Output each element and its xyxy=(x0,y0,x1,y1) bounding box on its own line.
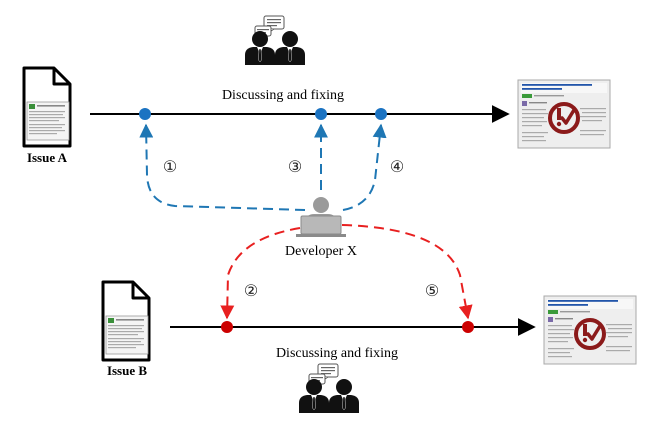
step-marker-3: ③ xyxy=(288,159,302,176)
blue-flow-step-4 xyxy=(342,123,387,211)
issue-b-node-2 xyxy=(221,321,233,333)
issue-a-discussion-group-icon xyxy=(245,16,305,65)
issue-b-node-5 xyxy=(462,321,474,333)
issue-b-discussion-group-icon xyxy=(299,364,359,413)
step-marker-1: ① xyxy=(163,159,177,176)
issue-a-activity-label: Discussing and fixing xyxy=(222,88,344,103)
issue-a-node-4 xyxy=(375,108,387,120)
issue-a-node-3 xyxy=(315,108,327,120)
developer-laptop-icon xyxy=(296,197,346,237)
blue-flow-step-1 xyxy=(139,123,306,211)
red-flow-step-5 xyxy=(341,224,473,320)
issue-b-activity-label: Discussing and fixing xyxy=(276,346,398,361)
issue-a-node-1 xyxy=(139,108,151,120)
step-marker-2: ② xyxy=(244,283,258,300)
step-marker-5: ⑤ xyxy=(425,283,439,300)
issue-b-fixed-issue-screenshot-icon xyxy=(542,294,638,366)
step-marker-4: ④ xyxy=(390,159,404,176)
developer-label: Developer X xyxy=(285,244,357,259)
red-flow-step-2 xyxy=(220,227,301,320)
issue-b-document-icon xyxy=(101,280,151,362)
issue-a-document-icon xyxy=(22,66,72,148)
issue-b-label: Issue B xyxy=(107,363,147,378)
issue-a-label: Issue A xyxy=(27,150,68,165)
issue-a-fixed-issue-screenshot-icon xyxy=(516,78,612,150)
